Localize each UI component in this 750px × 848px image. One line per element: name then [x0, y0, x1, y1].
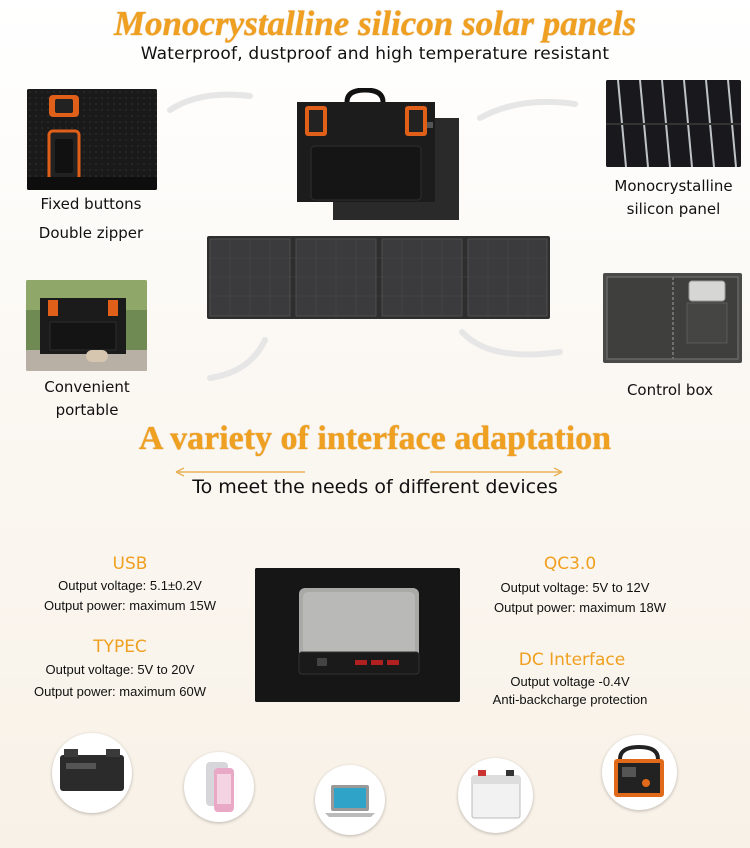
solar-bag-icon [297, 88, 459, 220]
laptop-icon [315, 765, 385, 835]
buckle-photo [27, 89, 157, 190]
mono-panel-line2: silicon panel [626, 200, 721, 218]
junction-box-photo [255, 568, 460, 702]
portable-photo [26, 280, 147, 371]
solar-cell-icon [606, 80, 741, 167]
typec-heading: TYPEC [93, 637, 147, 657]
dc-protection: Anti-backcharge protection [492, 692, 648, 707]
title-arrows [175, 467, 563, 477]
page-subtitle: Waterproof, dustproof and high temperatu… [140, 44, 610, 64]
dc-heading: DC Interface [518, 650, 626, 670]
usb-heading: USB [112, 554, 148, 574]
dc-voltage: Output voltage -0.4V [510, 674, 630, 689]
mono-panel-label: Monocrystalline silicon panel [596, 175, 750, 221]
mono-panel-line1: Monocrystalline [614, 177, 733, 195]
control-box-icon [603, 273, 742, 363]
carry-bag-icon [26, 280, 147, 371]
unfolded-panel-photo [207, 236, 550, 319]
storage-battery-icon [458, 758, 533, 833]
control-box-photo [603, 273, 742, 363]
interface-title: A variety of interface adaptation [138, 420, 612, 457]
smartphone-icon [184, 752, 254, 822]
qc-power: Output power: maximum 18W [494, 600, 666, 615]
page-title: Monocrystalline silicon solar panels [113, 4, 637, 43]
typec-voltage: Output voltage: 5V to 20V [45, 662, 195, 677]
double-zipper-label: Double zipper [38, 224, 144, 242]
typec-power: Output power: maximum 60W [34, 684, 206, 699]
qc-voltage: Output voltage: 5V to 12V [500, 580, 650, 595]
qc-heading: QC3.0 [543, 554, 597, 574]
control-box-label: Control box [626, 381, 714, 399]
convenient-line1: Convenient [44, 378, 130, 396]
convenient-label: Convenient portable [16, 376, 158, 422]
convenient-line2: portable [55, 401, 119, 419]
usb-voltage: Output voltage: 5.1±0.2V [58, 578, 202, 593]
buckle-icon [27, 89, 157, 190]
interface-subtitle: To meet the needs of different devices [192, 476, 558, 498]
folded-bag-photo [295, 88, 465, 223]
usb-power: Output power: maximum 15W [44, 598, 216, 613]
car-battery-icon [52, 733, 132, 813]
solar-panel-icon [207, 236, 550, 319]
power-station-icon [602, 735, 677, 810]
decorative-arcs [167, 91, 578, 381]
junction-box-icon [255, 568, 460, 702]
fixed-buttons-label: Fixed buttons [40, 195, 142, 213]
mono-panel-photo [606, 80, 741, 167]
